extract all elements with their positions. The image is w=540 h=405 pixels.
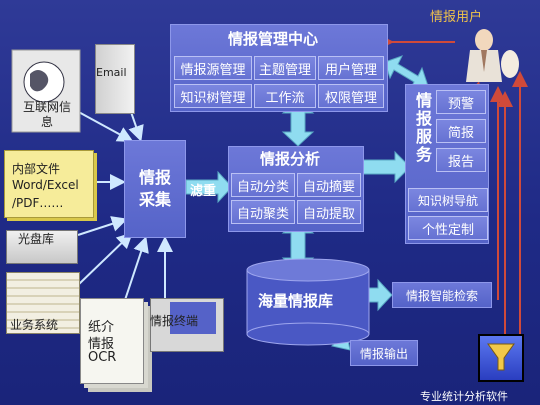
source-arrows	[74, 79, 173, 301]
service-item-alert[interactable]: 预警	[436, 90, 486, 114]
smart-search-box[interactable]: 情报智能检索	[392, 282, 492, 308]
business-system-label: 业务系统	[10, 318, 59, 332]
cdrom-label: 光盘库	[18, 232, 55, 246]
database-cylinder[interactable]	[246, 258, 370, 346]
stats-software-label: 专业统计分析软件	[420, 390, 508, 403]
analysis-item-extract[interactable]: 自动提取	[297, 200, 361, 224]
stats-software-icon[interactable]	[478, 334, 524, 382]
mgmt-item-source[interactable]: 情报源管理	[174, 56, 252, 80]
internet-source	[6, 44, 86, 136]
service-item-brief[interactable]: 简报	[436, 119, 486, 143]
mgmt-item-workflow[interactable]: 工作流	[254, 84, 316, 108]
service-item-report[interactable]: 报告	[436, 148, 486, 172]
mgmt-item-user[interactable]: 用户管理	[318, 56, 384, 80]
collect-box[interactable]: 情报采集	[124, 140, 186, 238]
management-center-title: 情报管理中心	[228, 30, 319, 48]
analysis-item-summary[interactable]: 自动摘要	[297, 173, 361, 197]
paper-ocr-line-2: 情报	[88, 337, 115, 352]
collect-label: 情报采集	[138, 168, 171, 209]
smart-search-label: 情报智能检索	[405, 288, 478, 303]
terminal-label: 情报终端	[150, 314, 199, 328]
database-label: 海量情报库	[258, 292, 334, 310]
terminal-screen	[170, 302, 216, 334]
mgmt-item-knowledge-tree[interactable]: 知识树管理	[174, 84, 252, 108]
analysis-item-cluster[interactable]: 自动聚类	[231, 200, 295, 224]
analysis-title: 情报分析	[260, 150, 321, 168]
paper-ocr-icon	[80, 298, 144, 384]
internet-label: 互联网信息	[22, 100, 71, 129]
service-item-knowledge-nav[interactable]: 知识树导航	[408, 188, 488, 212]
output-box[interactable]: 情报输出	[350, 340, 418, 366]
paper-ocr-line-1: 纸介	[88, 320, 115, 335]
business-system-icon	[6, 272, 80, 334]
cdrom-icon	[6, 230, 78, 264]
email-label: Email	[96, 66, 127, 79]
mgmt-item-permission[interactable]: 权限管理	[318, 84, 384, 108]
user-figure-icon	[462, 26, 522, 84]
user-label: 情报用户	[430, 10, 483, 25]
internal-docs-icon	[4, 150, 94, 218]
analysis-item-classify[interactable]: 自动分类	[231, 173, 295, 197]
service-title: 情报服务	[413, 92, 432, 164]
internal-docs-line-2: Word/Excel	[12, 178, 79, 192]
service-item-personalize[interactable]: 个性定制	[408, 216, 488, 240]
mgmt-item-topic[interactable]: 主题管理	[254, 56, 316, 80]
paper-ocr-line-3: OCR	[88, 350, 117, 365]
email-server-icon	[95, 44, 135, 114]
dedupe-label: 滤重	[190, 184, 217, 199]
output-label: 情报输出	[359, 346, 408, 361]
internal-docs-line-1: 内部文件	[12, 162, 61, 176]
internal-docs-line-3: /PDF……	[12, 196, 64, 210]
